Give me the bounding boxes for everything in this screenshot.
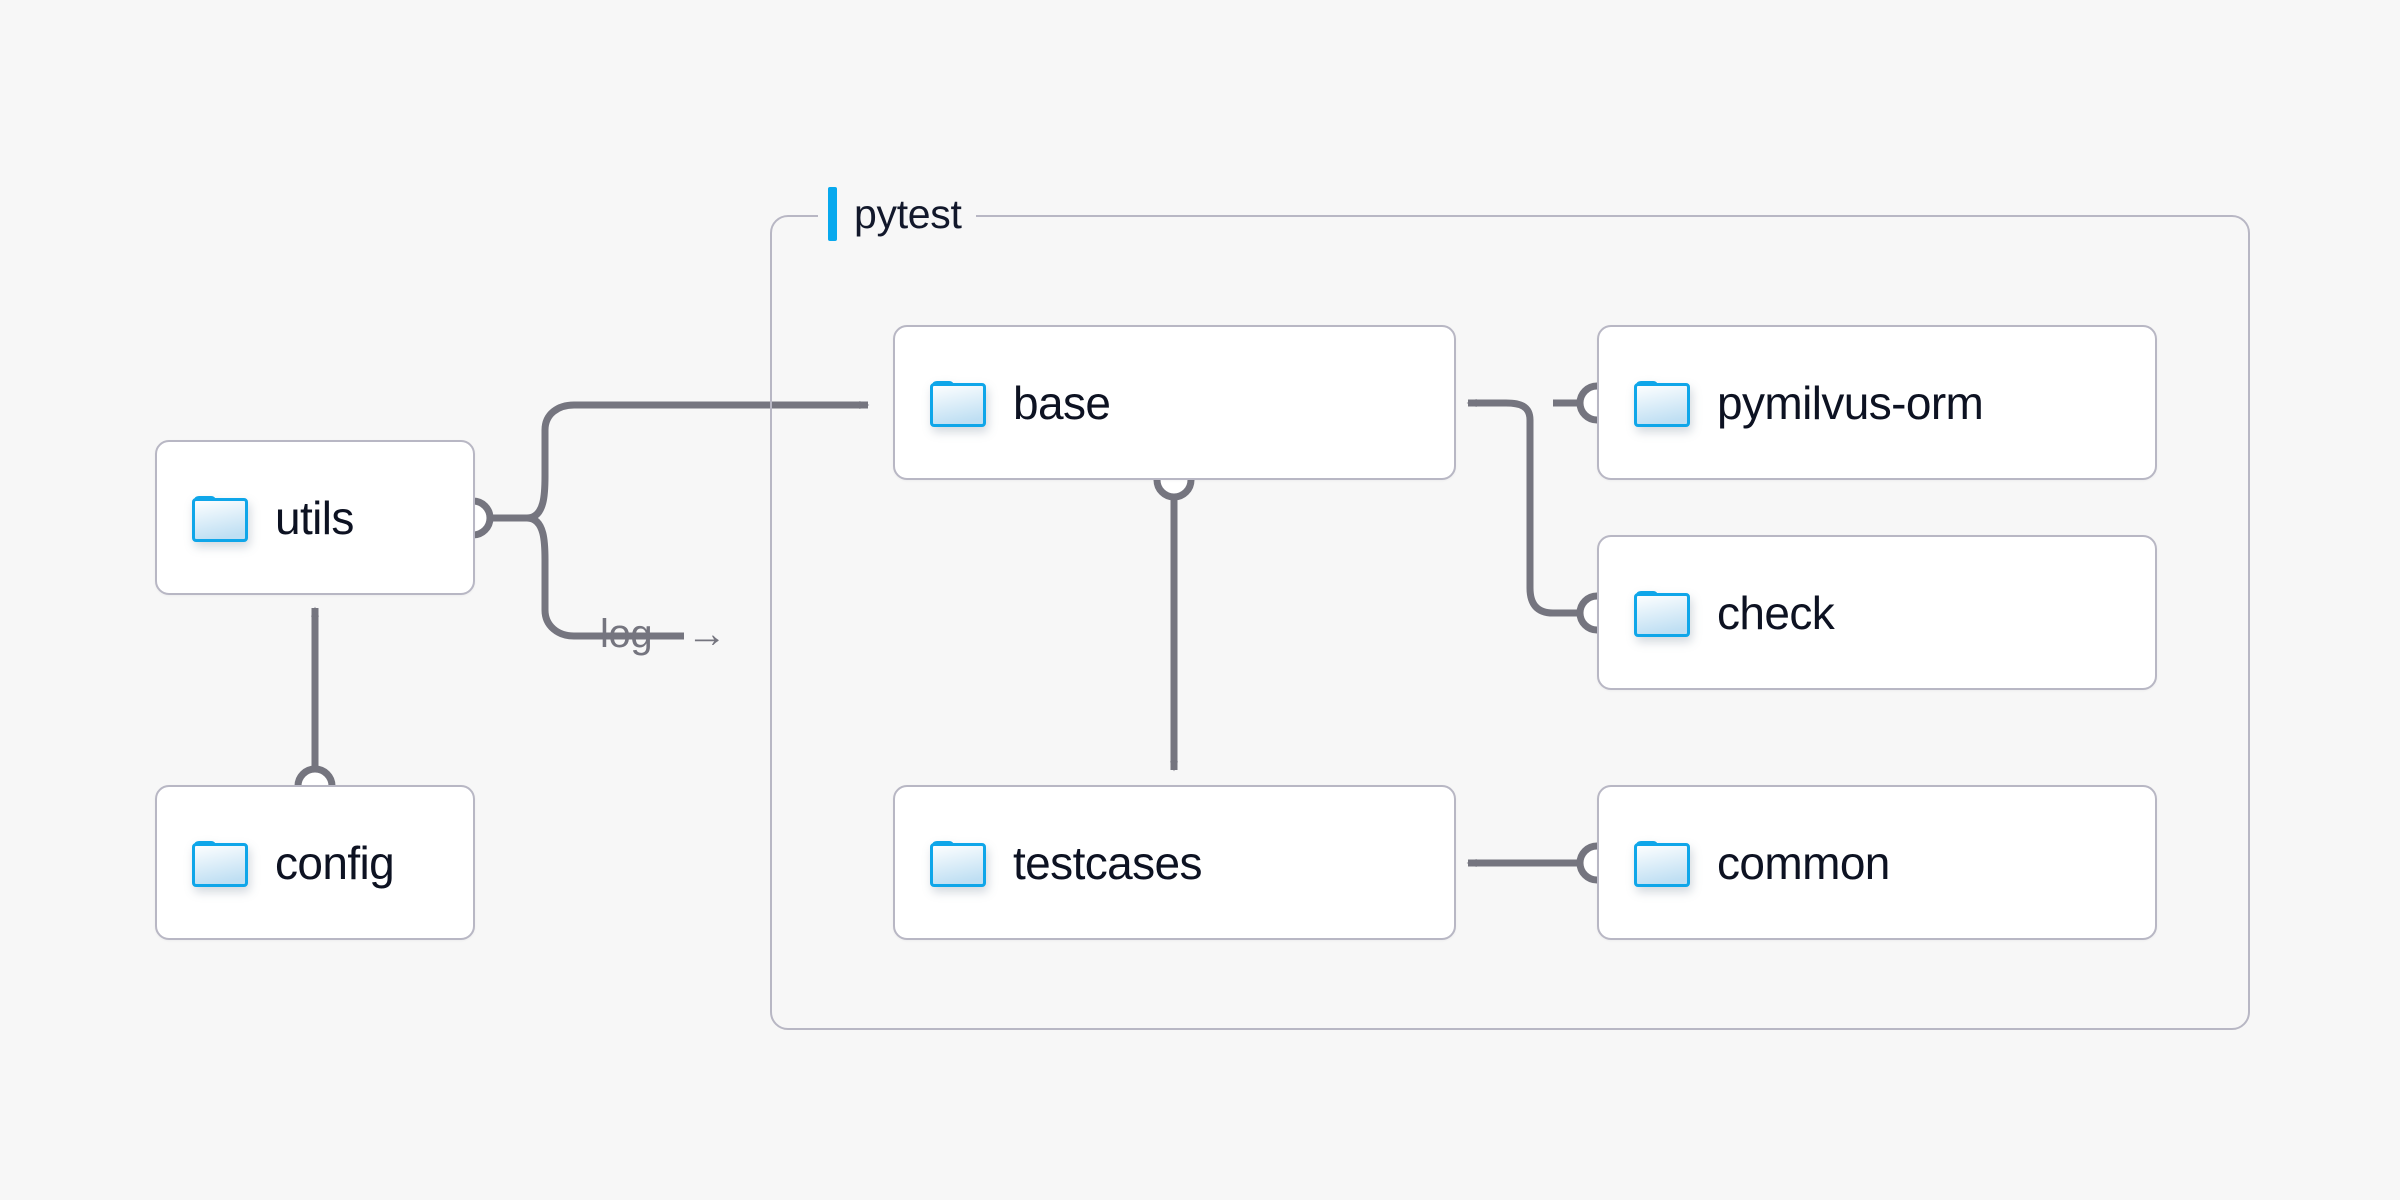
node-common[interactable]: common	[1597, 785, 2157, 940]
folder-icon	[191, 493, 249, 543]
pytest-group-container[interactable]	[770, 215, 2250, 1030]
node-label: base	[1013, 376, 1111, 429]
node-label: pymilvus-orm	[1717, 376, 1984, 429]
edge-label-log: log →	[600, 612, 727, 657]
node-check[interactable]: check	[1597, 535, 2157, 690]
node-label: check	[1717, 586, 1835, 639]
node-base[interactable]: base	[893, 325, 1456, 480]
node-label: config	[275, 836, 395, 889]
node-label: common	[1717, 836, 1890, 889]
node-utils[interactable]: utils	[155, 440, 475, 595]
folder-icon	[929, 838, 987, 888]
node-pymilvus-orm[interactable]: pymilvus-orm	[1597, 325, 2157, 480]
folder-icon	[1633, 378, 1691, 428]
pytest-group-label-text: pytest	[854, 191, 962, 237]
edge-label-log-text: log	[600, 612, 653, 656]
arrow-right-icon: →	[686, 612, 727, 656]
node-label: utils	[275, 491, 354, 544]
pytest-group-label: pytest	[818, 186, 976, 242]
node-config[interactable]: config	[155, 785, 475, 940]
folder-icon	[191, 838, 249, 888]
folder-icon	[1633, 588, 1691, 638]
folder-icon	[1633, 838, 1691, 888]
node-testcases[interactable]: testcases	[893, 785, 1456, 940]
accent-bar-icon	[828, 187, 837, 241]
folder-icon	[929, 378, 987, 428]
node-label: testcases	[1013, 836, 1203, 889]
